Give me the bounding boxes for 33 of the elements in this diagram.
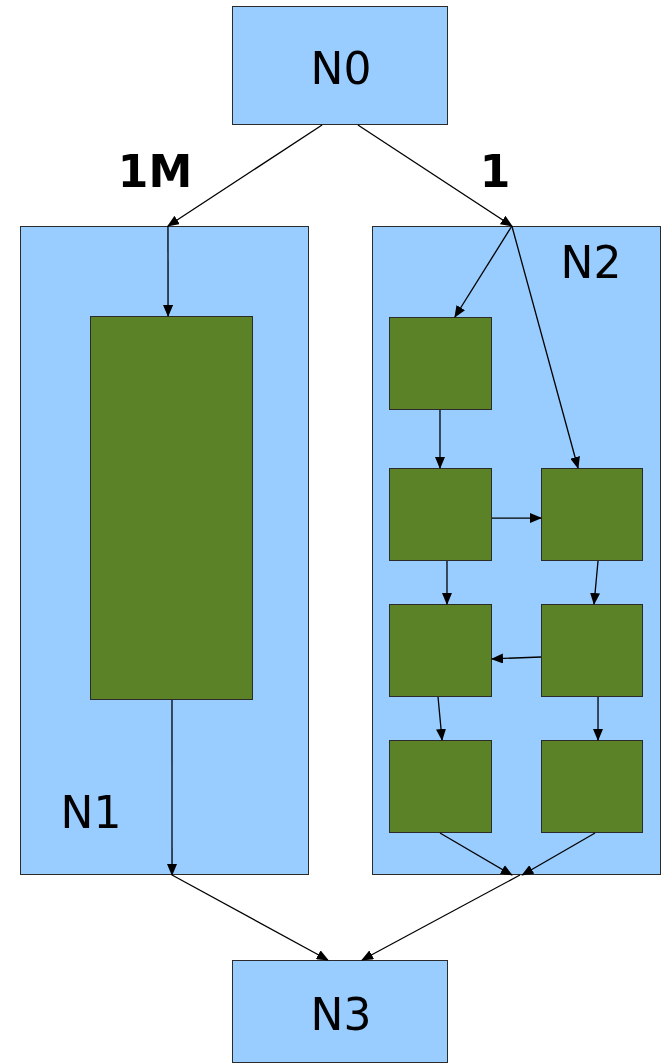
task-box [90,316,253,700]
container-box [20,226,309,875]
arrow [361,874,521,961]
arrow [436,696,446,741]
arrow [590,560,601,605]
task-box [541,604,643,697]
arrow [171,874,329,961]
task-box [389,604,492,697]
arrow [521,832,596,876]
arrow [167,699,177,876]
arrow [511,225,580,469]
node-label: N2 [560,241,622,285]
process-box [232,6,448,125]
container-box [372,226,661,875]
task-box [541,468,643,561]
node-label: N3 [310,993,372,1037]
node-label: N0 [310,47,372,91]
arrow [357,124,513,227]
arrow [163,225,174,317]
task-box [389,468,492,561]
arrow [439,832,513,876]
arrow [491,653,542,664]
arrow [167,124,323,227]
task-box [389,317,492,410]
task-box [389,740,492,833]
arrow [442,560,452,605]
task-box [541,740,643,833]
arrow [491,513,542,524]
arrow [593,696,603,741]
node-label: N1 [60,791,122,835]
process-box [232,960,448,1063]
arrow [435,409,445,469]
arrow [454,225,513,318]
